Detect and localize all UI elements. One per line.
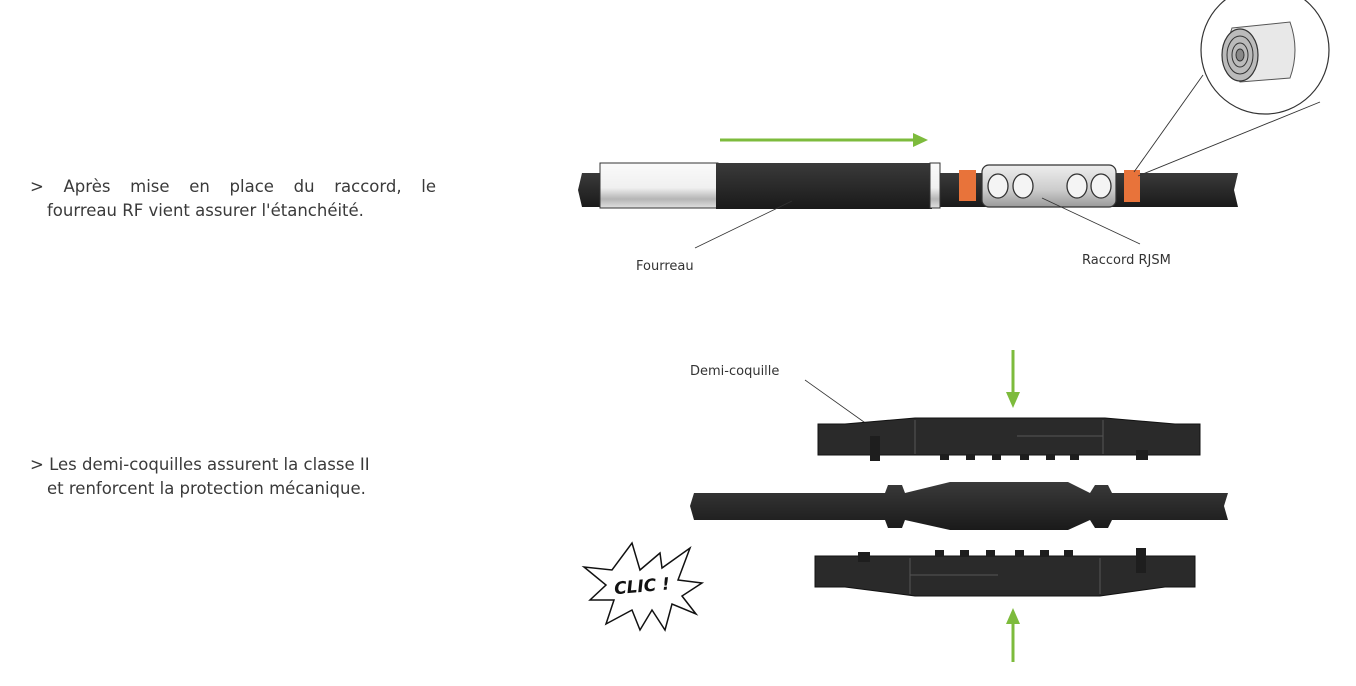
caption-line: > Les demi-coquilles assurent la classe …: [30, 455, 370, 474]
cable-with-joint: [690, 482, 1228, 530]
label-sleeve: Fourreau: [636, 259, 694, 274]
shell-tabs: [870, 436, 1148, 461]
magnifier-detail: [1133, 0, 1330, 177]
half-shell-diagram: Demi-coquille CLIC !: [581, 350, 1228, 662]
caption-line: fourreau RF vient assurer l'étanchéité.: [47, 201, 364, 220]
caption-half-shells: > Les demi-coquilles assurent la classe …: [30, 453, 450, 501]
sleeve-diagram: Fourreau Raccord RJSM: [578, 0, 1330, 274]
arrow-up-icon: [1006, 608, 1020, 662]
caption-line: > Après mise en place du raccord, le: [30, 177, 436, 196]
caption-sleeve: > Après mise en place du raccord, le fou…: [30, 175, 450, 223]
label-half-shell: Demi-coquille: [690, 364, 779, 379]
connector-holes: [987, 173, 1112, 199]
orange-band-right: [1124, 170, 1140, 202]
sleeve-metal-end: [599, 162, 719, 209]
arrow-down-icon: [1006, 350, 1020, 408]
sleeve-metal-tip: [929, 162, 941, 209]
clic-burst: CLIC !: [581, 541, 705, 632]
sleeve-body: [716, 163, 932, 209]
caption-line: et renforcent la protection mécanique.: [47, 479, 366, 498]
arrow-right-icon: [720, 133, 928, 147]
orange-band-left: [959, 170, 976, 201]
clic-text: CLIC !: [613, 574, 670, 599]
label-connector: Raccord RJSM: [1082, 253, 1171, 268]
